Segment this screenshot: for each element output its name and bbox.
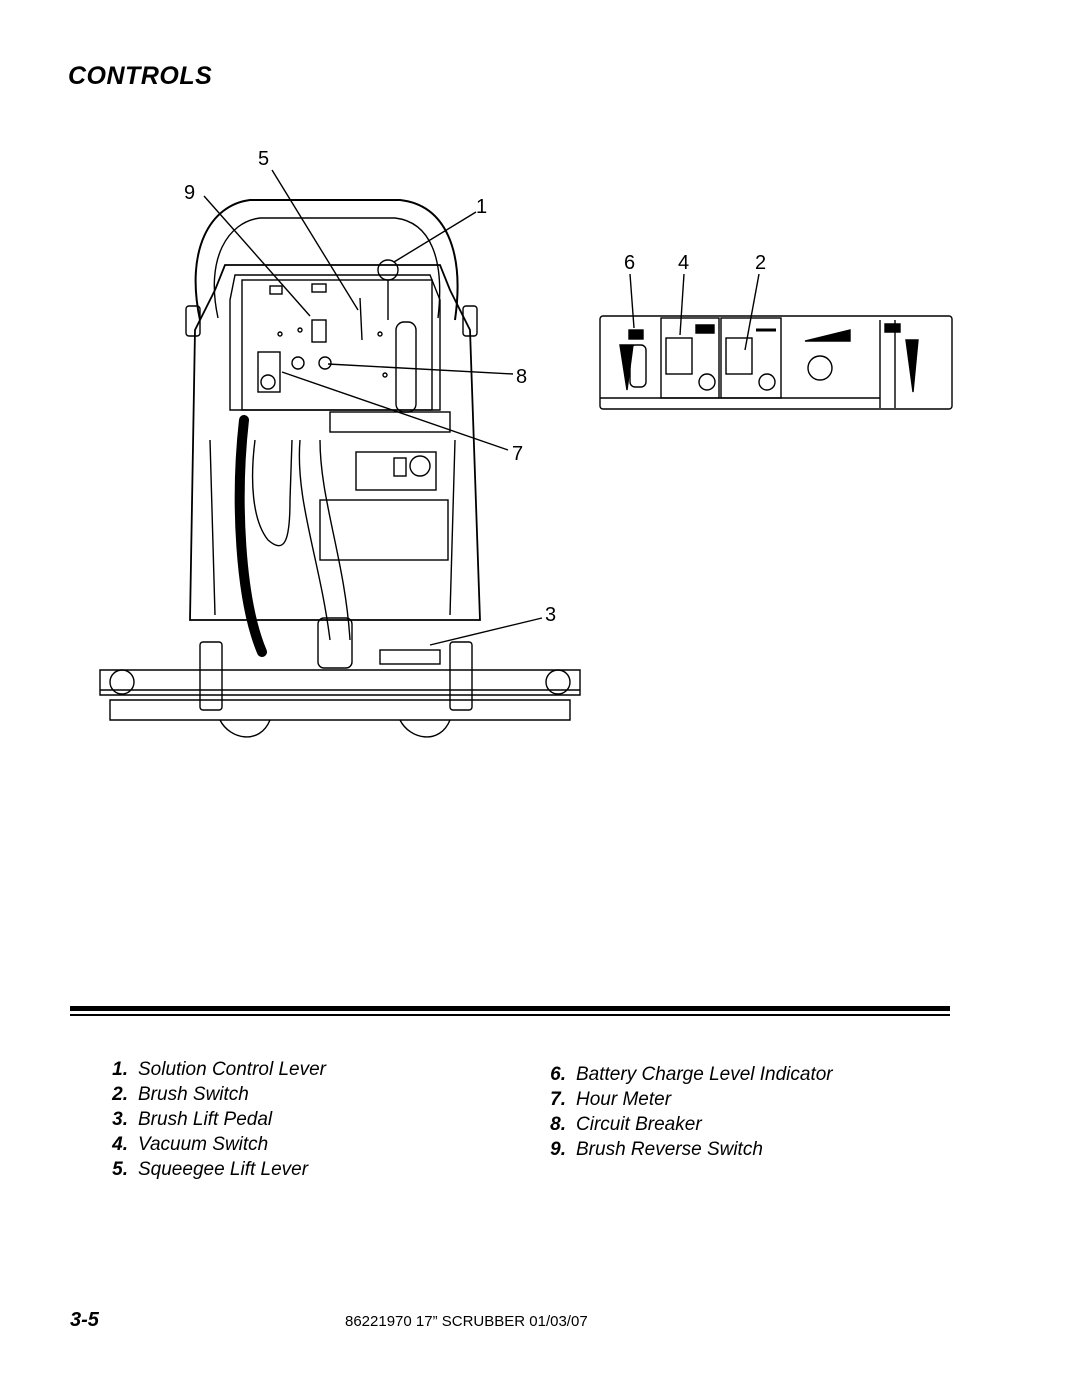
scrubber-rear-illustration (99, 169, 953, 738)
legend-item: 8.Circuit Breaker (550, 1114, 702, 1135)
section-heading: CONTROLS (68, 62, 213, 90)
callout-7: 7 (512, 443, 524, 465)
callout-2: 2 (755, 252, 767, 274)
legend-item: 3.Brush Lift Pedal (112, 1109, 273, 1130)
callout-6: 6 (624, 252, 636, 274)
callout-4: 4 (678, 252, 690, 274)
divider-thin (70, 1014, 950, 1016)
legend-left: 1.Solution Control Lever 2.Brush Switch … (100, 1057, 326, 1182)
legend-item: 7.Hour Meter (550, 1089, 672, 1110)
callout-3: 3 (545, 604, 557, 626)
legend-item: 4.Vacuum Switch (112, 1134, 269, 1155)
divider-thick (70, 1006, 950, 1011)
legend-item: 6.Battery Charge Level Indicator (550, 1064, 833, 1085)
legend-item: 2.Brush Switch (112, 1084, 249, 1105)
callout-5: 5 (258, 148, 270, 170)
callout-8: 8 (516, 366, 528, 388)
legend-right: 6.Battery Charge Level Indicator 7.Hour … (538, 1062, 833, 1162)
legend-item: 9.Brush Reverse Switch (550, 1139, 763, 1160)
callout-1: 1 (476, 196, 488, 218)
callout-9: 9 (184, 182, 196, 204)
page-number: 3-5 (70, 1309, 99, 1331)
legend-item: 5.Squeegee Lift Lever (112, 1159, 309, 1180)
footer-text: 86221970 17” SCRUBBER 01/03/07 (345, 1313, 588, 1330)
legend-item: 1.Solution Control Lever (112, 1059, 326, 1080)
